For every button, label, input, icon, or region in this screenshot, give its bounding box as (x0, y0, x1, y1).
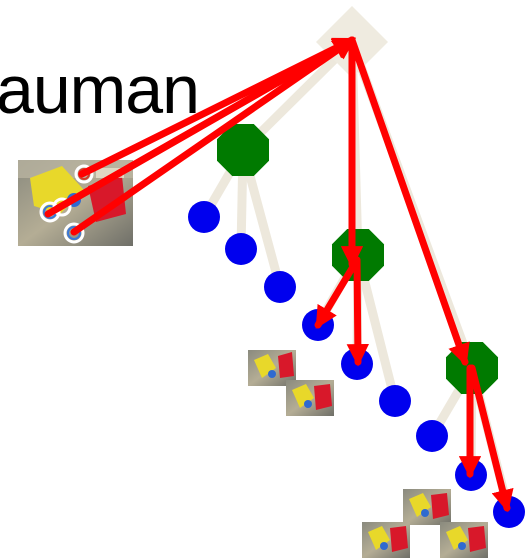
leaf-node (188, 201, 220, 233)
leaf-node (379, 385, 411, 417)
thumbnail-image (286, 380, 334, 416)
detail-circle-icon (63, 222, 85, 244)
thumbnail-image (440, 522, 488, 558)
arrow-icon (70, 36, 356, 236)
internal-node-a (217, 124, 269, 176)
arrow-icon (314, 256, 361, 329)
arrow-icon (468, 364, 514, 513)
arrows (44, 36, 514, 513)
thumbnail-image (362, 522, 410, 558)
thumbnail-image (248, 350, 296, 386)
thumbnail-image (403, 489, 451, 525)
arrow-icon (348, 36, 470, 367)
leaf-node (264, 271, 296, 303)
arrow-icon (346, 256, 370, 367)
detail-circle-icon (74, 164, 94, 184)
arrow-icon (44, 36, 356, 218)
thumbnail-images (248, 350, 488, 558)
partial-title-text: auman (0, 52, 200, 128)
leaf-node (225, 233, 257, 265)
detail-circle-icon (39, 201, 61, 223)
leaf-node (416, 420, 448, 452)
leaf-node (493, 496, 525, 528)
